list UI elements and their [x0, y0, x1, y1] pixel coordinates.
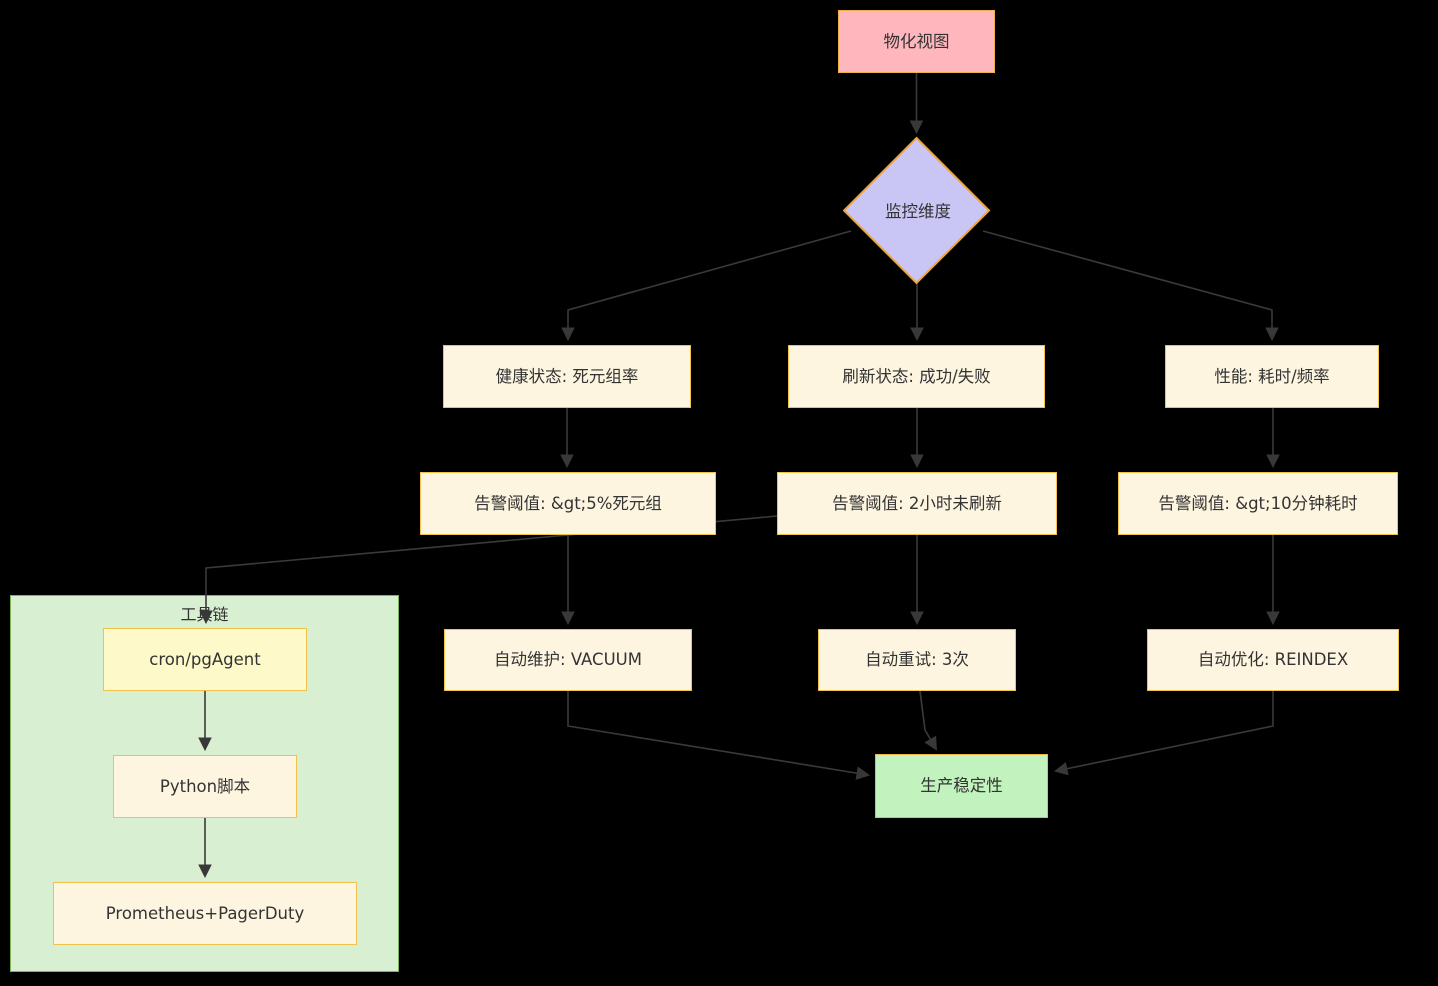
node-threshold-duration: 告警阈值: &gt;10分钟耗时	[1118, 472, 1398, 535]
node-monitor-dimension: 监控维度	[885, 202, 951, 221]
edge-dimension-to-performance	[982, 230, 1279, 342]
node-python-script: Python脚本	[113, 755, 297, 818]
edge-vacuum-to-stability	[567, 691, 871, 780]
edge-retry-to-stability	[919, 690, 938, 751]
node-production-stability: 生产稳定性	[875, 754, 1048, 818]
node-refresh-status: 刷新状态: 成功/失败	[788, 345, 1045, 408]
node-materialized-view: 物化视图	[838, 10, 995, 73]
edge-dimension-to-health	[561, 230, 852, 342]
node-cron-pgagent: cron/pgAgent	[103, 628, 307, 691]
node-auto-retry: 自动重试: 3次	[818, 629, 1016, 691]
node-threshold-refresh: 告警阈值: 2小时未刷新	[777, 472, 1057, 535]
node-health-status: 健康状态: 死元组率	[443, 345, 691, 408]
node-prometheus-pagerduty: Prometheus+PagerDuty	[53, 882, 357, 945]
edge-reindex-to-stability	[1054, 691, 1274, 776]
node-auto-reindex: 自动优化: REINDEX	[1147, 629, 1399, 691]
monitor-dimension-diamond-shape	[843, 136, 991, 285]
node-threshold-dead-tuples: 告警阈值: &gt;5%死元组	[420, 472, 716, 535]
node-performance: 性能: 耗时/频率	[1165, 345, 1379, 408]
node-auto-vacuum: 自动维护: VACUUM	[444, 629, 692, 691]
